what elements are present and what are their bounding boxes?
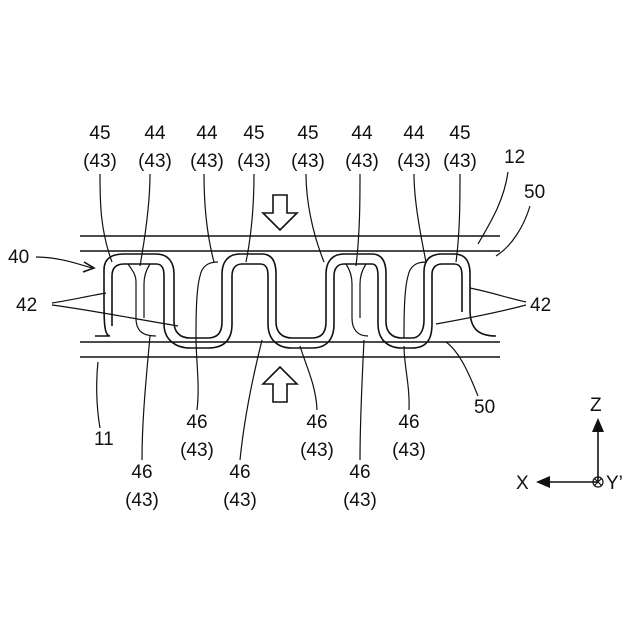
label-bottom-3-paren: (43) — [392, 440, 426, 461]
label-bottom-6-paren: (43) — [343, 490, 377, 511]
leader-gap-top — [496, 206, 530, 256]
label-side-right: 42 — [530, 295, 551, 316]
label-bottom-2-paren: (43) — [300, 440, 334, 461]
label-side-left: 42 — [16, 295, 37, 316]
label-bottom-5-num: 46 — [229, 462, 250, 483]
leader-gap-bottom — [446, 342, 478, 396]
up-press-arrow — [263, 367, 297, 402]
label-bottom-4-paren: (43) — [125, 490, 159, 511]
label-top-7-paren: (43) — [397, 151, 431, 172]
label-bottom-1-paren: (43) — [180, 440, 214, 461]
label-bottom-6-num: 46 — [349, 462, 370, 483]
bottom-labels: 46 (43) 46 (43) 46 (43) 46 (43) 46 (43) … — [125, 412, 426, 511]
label-fin: 40 — [8, 247, 29, 268]
label-gap-bottom: 50 — [474, 397, 495, 418]
down-press-arrow — [263, 195, 297, 230]
label-top-1-paren: (43) — [83, 151, 117, 172]
label-top-3-paren: (43) — [190, 151, 224, 172]
axis-indicator: Z X Y’ — [516, 395, 623, 494]
label-top-4-paren: (43) — [237, 151, 271, 172]
label-gap-top: 50 — [524, 182, 545, 203]
label-top-2-paren: (43) — [138, 151, 172, 172]
leader-side-left-a — [52, 293, 106, 303]
label-top-5-paren: (43) — [291, 151, 325, 172]
label-bottom-3-num: 46 — [398, 412, 419, 433]
label-bottom-5-paren: (43) — [223, 490, 257, 511]
leader-plate-bottom — [97, 362, 100, 428]
label-top-2-num: 44 — [144, 123, 166, 144]
z-axis-arrowhead — [592, 418, 604, 432]
label-top-3-num: 44 — [196, 123, 218, 144]
label-top-1-num: 45 — [89, 123, 110, 144]
leader-side-right-b — [436, 305, 526, 324]
leader-side-left-b — [52, 305, 178, 326]
bottom-plate — [80, 342, 500, 357]
top-leader-lines — [100, 174, 460, 266]
label-top-7-num: 44 — [403, 123, 425, 144]
x-axis-arrowhead — [536, 476, 550, 488]
label-bottom-1-num: 46 — [186, 412, 207, 433]
leader-side-right-a — [470, 288, 526, 302]
label-top-8-paren: (43) — [443, 151, 477, 172]
label-top-5-num: 45 — [297, 123, 318, 144]
axis-label-x: X — [516, 473, 529, 494]
axis-label-z: Z — [590, 395, 602, 416]
label-top-6-paren: (43) — [345, 151, 379, 172]
leader-plate-top — [478, 172, 508, 244]
corrugated-fin — [95, 254, 496, 348]
label-plate-bottom: 11 — [94, 429, 114, 450]
label-top-4-num: 45 — [243, 123, 264, 144]
axis-label-y: Y’ — [606, 473, 623, 494]
label-top-8-num: 45 — [449, 123, 470, 144]
label-bottom-4-num: 46 — [131, 462, 152, 483]
top-labels: 45 (43) 44 (43) 44 (43) 45 (43) 45 (43) … — [83, 123, 477, 172]
label-bottom-2-num: 46 — [306, 412, 327, 433]
label-top-6-num: 44 — [351, 123, 373, 144]
label-plate-top: 12 — [504, 147, 525, 168]
leader-fin — [36, 257, 92, 268]
